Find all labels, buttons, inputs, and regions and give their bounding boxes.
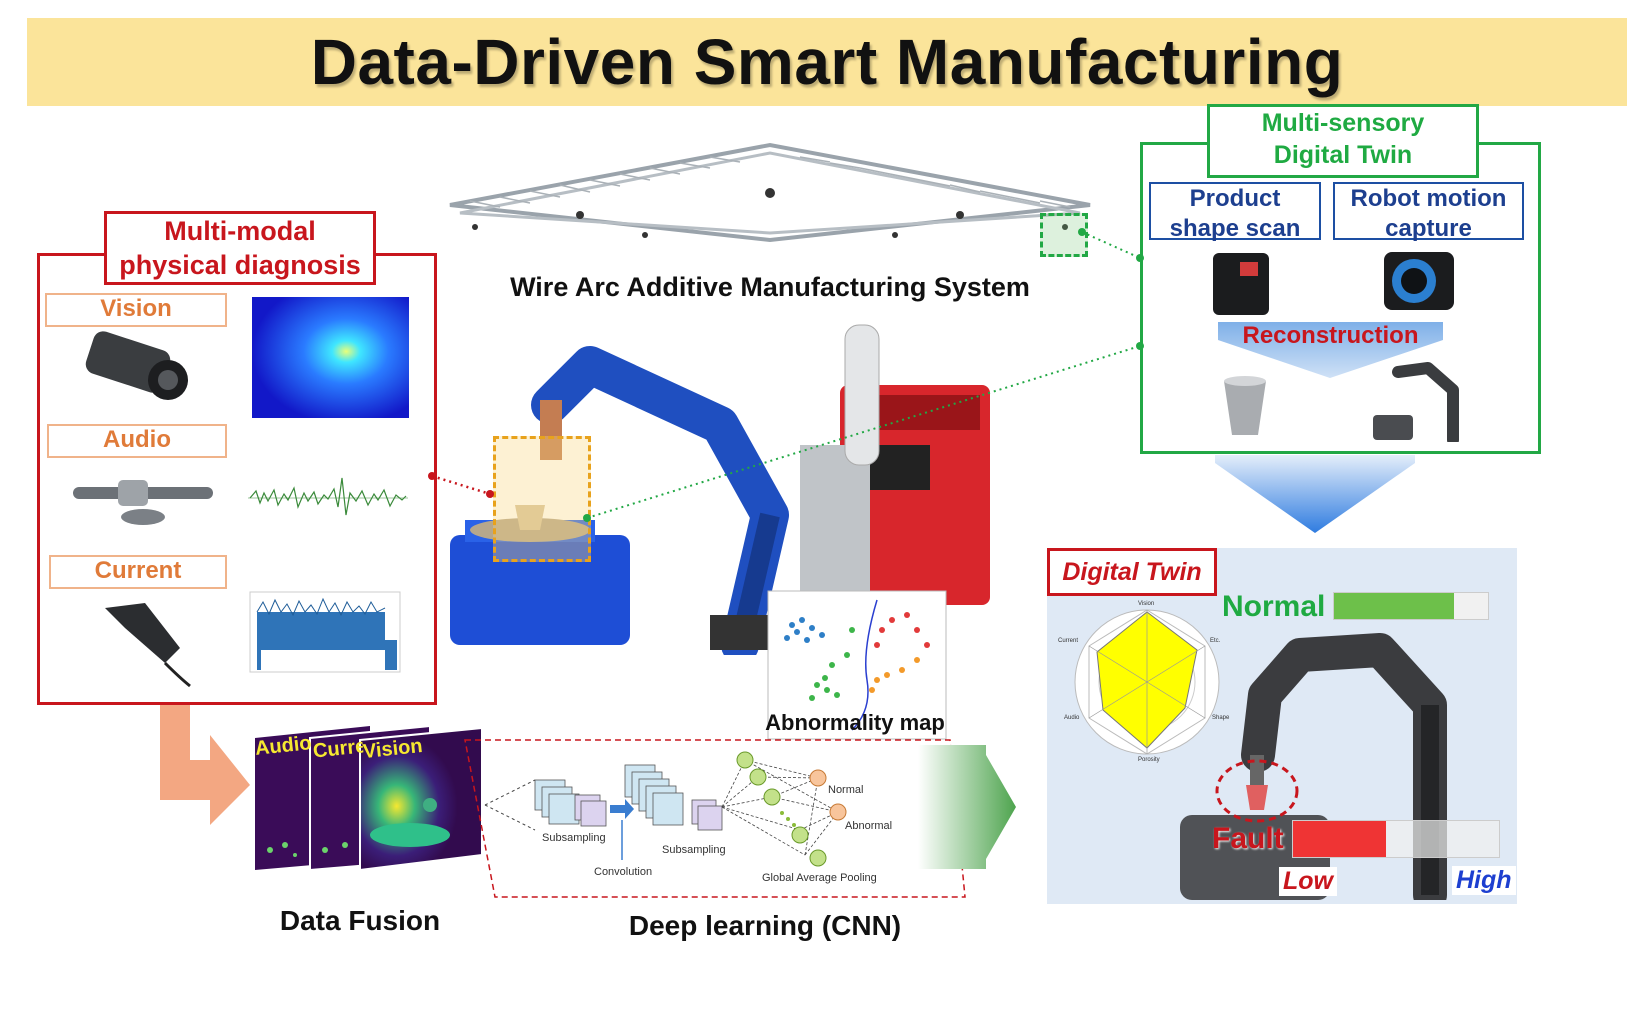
reconstruction-arrow — [1218, 322, 1443, 378]
modality-audio-label: Audio — [47, 424, 227, 458]
scale-high-label: High — [1452, 866, 1516, 895]
modality-current-label: Current — [49, 555, 227, 589]
radar-axis-current: Current — [1058, 638, 1079, 644]
current-clamp-icon — [105, 603, 191, 688]
diagnosis-title-line1: Multi-modal — [164, 216, 316, 246]
fault-location-highlight — [1215, 759, 1299, 823]
sensory-twin-title-line1: Multi-sensory — [1261, 109, 1425, 137]
fusion-arrow — [160, 705, 250, 825]
waam-label: Wire Arc Additive Manufacturing System — [510, 272, 1030, 302]
robot-capture-line1: Robot motion — [1350, 185, 1507, 212]
normal-level-track — [1333, 592, 1489, 620]
status-normal-label: Normal — [1222, 590, 1326, 623]
modality-vision-label: Vision — [45, 293, 227, 327]
robot-capture-line2: capture — [1385, 215, 1472, 242]
audio-waveform — [248, 477, 408, 516]
diagnosis-title-box: Multi-modal physical diagnosis — [104, 211, 376, 285]
radar-axis-etc: Etc. — [1210, 638, 1221, 644]
fault-level-track — [1292, 820, 1500, 858]
abnormality-map-label: Abnormality map — [765, 710, 945, 735]
sensory-twin-title-line2: Digital Twin — [1273, 141, 1413, 169]
digital-twin-title: Digital Twin — [1047, 548, 1217, 596]
cnn-subsampling-1: Subsampling — [542, 832, 606, 844]
thermal-camera-icon — [85, 331, 188, 400]
reconstruction-label: Reconstruction — [1242, 322, 1419, 349]
product-scan-line1: Product — [1189, 185, 1281, 212]
cnn-output-abnormal: Abnormal — [845, 820, 893, 832]
radar-axis-porosity: Porosity — [1138, 757, 1160, 763]
torch-highlight — [493, 436, 591, 562]
shape-scanner-icon — [1213, 253, 1269, 315]
reconstructed-cup-icon — [1224, 376, 1266, 435]
product-scan-box: Product shape scan — [1149, 182, 1321, 242]
diagnosis-title-line2: physical diagnosis — [119, 250, 361, 280]
radar-axis-shape: Shape — [1212, 715, 1230, 721]
cnn-caption: Deep learning (CNN) — [628, 910, 902, 941]
scale-low-label: Low — [1279, 867, 1337, 896]
down-arrow — [1215, 455, 1415, 533]
sensory-twin-title-box: Multi-sensory Digital Twin — [1207, 104, 1479, 178]
data-fusion-caption: Data Fusion — [279, 905, 441, 936]
robot-capture-box: Robot motion capture — [1333, 182, 1524, 242]
fault-level-fill — [1293, 821, 1386, 857]
reconstructed-robot-icon — [1373, 362, 1459, 442]
radar-axis-vision: Vision — [1138, 601, 1155, 607]
abnormality-map-plot — [767, 590, 947, 740]
robot-welding-cell — [450, 324, 990, 655]
radar-chart — [1074, 609, 1220, 755]
radar-axis-audio: Audio — [1064, 715, 1080, 721]
cnn-gap: Global Average Pooling — [762, 872, 877, 884]
cnn-diagram — [464, 739, 966, 898]
cnn-convolution: Convolution — [594, 866, 653, 878]
thermal-image — [252, 297, 409, 418]
page-title: Data-Driven Smart Manufacturing — [310, 26, 1344, 98]
motion-capture-camera-icon — [1384, 252, 1454, 310]
microphone-icon — [73, 480, 213, 525]
cnn-output-normal: Normal — [828, 784, 864, 796]
cnn-subsampling-2: Subsampling — [662, 844, 726, 856]
status-fault-label: Fault — [1212, 822, 1284, 855]
data-fusion-stack — [255, 724, 483, 872]
title-banner — [27, 18, 1627, 106]
current-signal-plot — [249, 591, 401, 673]
gantry-truss — [449, 142, 1091, 243]
normal-level-fill — [1334, 593, 1455, 619]
product-scan-line2: shape scan — [1169, 215, 1301, 242]
right-arrow — [918, 745, 1016, 869]
